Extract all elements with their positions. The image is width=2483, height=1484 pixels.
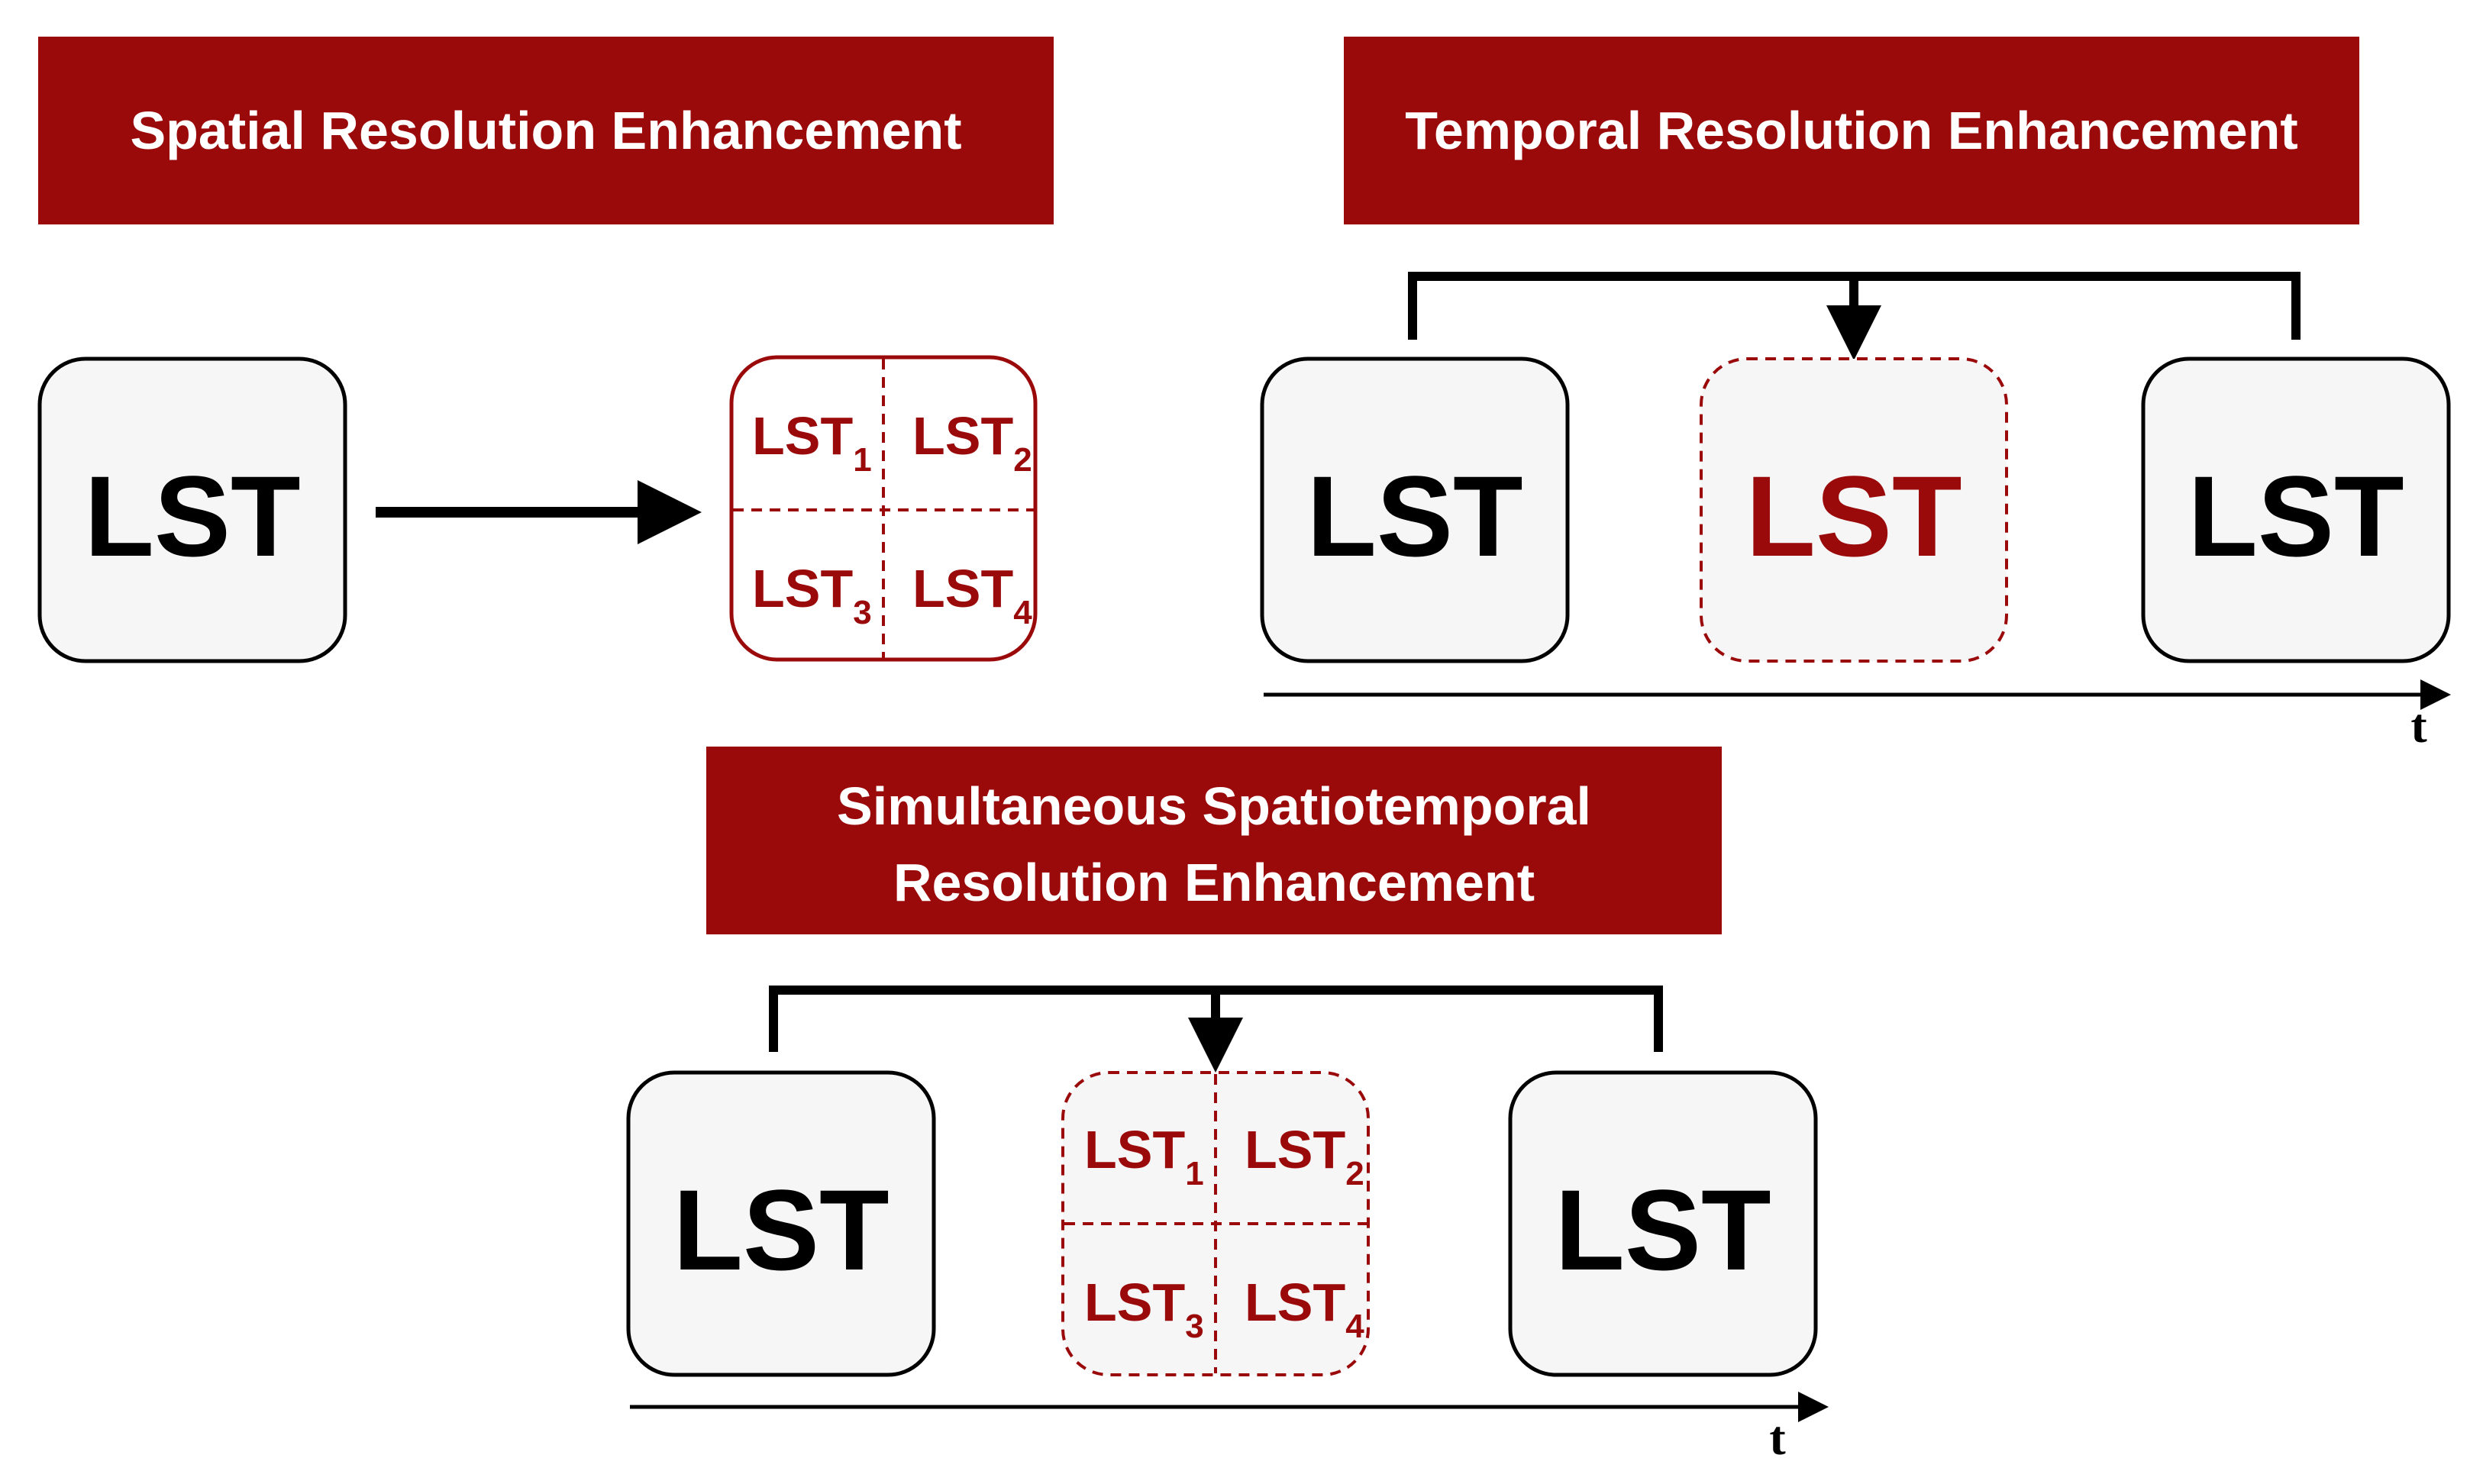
- temporal-middle-box: [1700, 357, 2008, 663]
- spatial-title: Spatial Resolution Enhancement: [130, 101, 961, 160]
- temporal-left-box: [1260, 356, 1570, 663]
- temporal-right-label: LST: [2188, 452, 2404, 580]
- spatiotemporal-right-label: LST: [1555, 1166, 1771, 1294]
- spatial-banner: [38, 37, 1054, 224]
- spatial-cell: LST3: [752, 559, 872, 631]
- spatiotemporal-cell: LST4: [1245, 1273, 1364, 1345]
- temporal-left-label: LST: [1306, 452, 1522, 580]
- spatial-input-label: LST: [84, 452, 300, 580]
- spatial-input-box: [37, 356, 347, 663]
- spatial-output-grid: LST1 LST2 LST3 LST4: [729, 355, 1038, 662]
- spatiotemporal-banner: [706, 747, 1722, 934]
- spatiotemporal-cell: LST3: [1084, 1273, 1204, 1345]
- temporal-title: Temporal Resolution Enhancement: [1405, 101, 2297, 160]
- spatiotemporal-output-grid: LST1 LST2 LST3 LST4: [1061, 1071, 1370, 1376]
- spatiotemporal-title-line1: Simultaneous Spatiotemporal: [837, 776, 1591, 836]
- spatiotemporal-right-box: [1508, 1070, 1818, 1377]
- spatiotemporal-panel: Simultaneous Spatiotemporal Resolution E…: [626, 747, 1829, 1465]
- spatiotemporal-axis-label: t: [1769, 1411, 1786, 1465]
- spatial-cell: LST1: [752, 406, 872, 479]
- temporal-banner: [1344, 37, 2359, 224]
- temporal-right-box: [2141, 356, 2451, 663]
- spatial-cell: LST2: [912, 406, 1032, 479]
- spatial-cell: LST4: [912, 559, 1032, 631]
- spatiotemporal-cell: LST2: [1245, 1120, 1364, 1192]
- spatiotemporal-left-label: LST: [673, 1166, 889, 1294]
- temporal-middle-label: LST: [1745, 452, 1962, 580]
- spatiotemporal-cell: LST1: [1084, 1120, 1204, 1192]
- spatial-panel: Spatial Resolution Enhancement LST LST1 …: [37, 37, 1054, 663]
- spatiotemporal-left-box: [626, 1070, 936, 1377]
- spatiotemporal-title-line2: Resolution Enhancement: [893, 853, 1535, 912]
- temporal-axis-label: t: [2410, 698, 2427, 753]
- temporal-panel: Temporal Resolution Enhancement LST LST …: [1260, 37, 2451, 753]
